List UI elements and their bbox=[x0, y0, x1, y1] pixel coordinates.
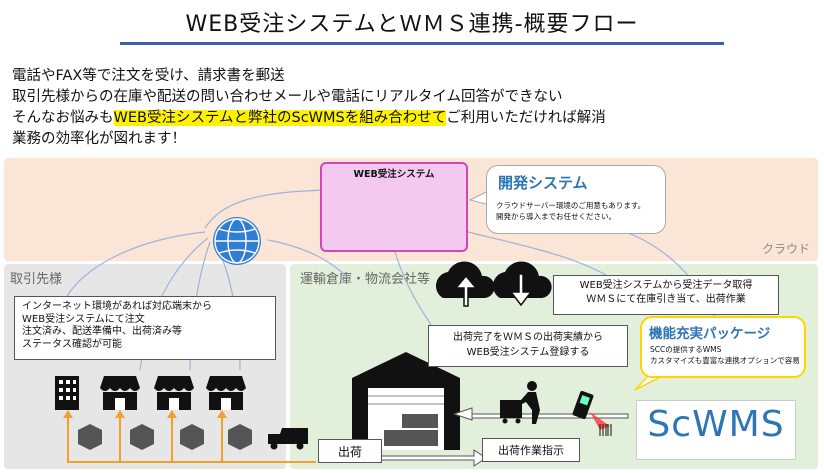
connection-line bbox=[64, 231, 206, 301]
package-text-1: SCCの提供するWMS bbox=[650, 345, 722, 354]
intro-line-3-pre: そんなお悩みも bbox=[12, 110, 114, 126]
internet-info-line-3: 注文済み、配送準備中、出荷済み等 bbox=[22, 326, 182, 337]
dev-system-text-2: 開発から導入までお任せください。 bbox=[496, 212, 616, 221]
internet-info-line-4: ステータス確認が可能 bbox=[22, 338, 122, 350]
package-text-2: カスタマイズも豊富な連携オプションで容易 bbox=[650, 356, 800, 365]
customer-zone-label: 取引先様 bbox=[10, 272, 63, 287]
web-system-label: WEB受注システム bbox=[353, 169, 435, 180]
intro-line-1: 電話やFAX等で注文を受け、請求書を郵送 bbox=[12, 68, 285, 84]
scwms-logo-box bbox=[636, 400, 796, 460]
order-acquire-line-2: ＷＭＳにて在庫引き当て、出荷作業 bbox=[586, 294, 746, 305]
shipping-label: 出荷 bbox=[337, 445, 362, 459]
package-box-icon bbox=[78, 424, 252, 450]
intro-highlight: WEB受注システムと弊社のScWMSを組み合わせて bbox=[113, 110, 447, 126]
ship-direction-arrow bbox=[379, 449, 487, 467]
shipping-label-box bbox=[318, 439, 382, 463]
shipment-register-line-1: 出荷完了をＷＭＳの出荷実績から bbox=[453, 332, 603, 343]
connection-line bbox=[204, 189, 341, 229]
instruction-label-box bbox=[482, 438, 580, 462]
internet-info-text: インターネット環境があれば対応端末から WEB受注システムにて注文 注文済み、配… bbox=[22, 301, 212, 351]
dev-system-callout bbox=[486, 165, 666, 234]
handheld-scanner-icon bbox=[572, 390, 612, 436]
package-text: SCCの提供するWMS カスタマイズも豊富な連携オプションで容易 bbox=[650, 344, 800, 366]
shipment-register-box bbox=[428, 325, 628, 367]
scwms-logo: ScWMS bbox=[647, 404, 785, 445]
title-underline bbox=[120, 42, 724, 45]
arrow-heads bbox=[63, 410, 227, 418]
worker-cart-icon bbox=[500, 381, 540, 424]
order-acquire-text: WEB受注システムから受注データ取得 ＷＭＳにて在庫引き当て、出荷作業 bbox=[553, 279, 779, 307]
connection-line bbox=[267, 239, 351, 281]
warehouse-icon bbox=[352, 352, 460, 450]
office-building-icon bbox=[55, 376, 79, 410]
intro-line-2: 取引先様からの在庫や配送の問い合わせメールや電話にリアルタイム回答ができない bbox=[12, 89, 563, 105]
shipment-register-line-2: WEB受注システム登録する bbox=[466, 347, 590, 358]
dev-system-text: クラウドサーバー環境のご用意もあります。 開発から導入までお任せください。 bbox=[496, 200, 645, 222]
order-acquire-line-1: WEB受注システムから受注データ取得 bbox=[579, 280, 753, 291]
internet-info-box bbox=[14, 296, 276, 360]
package-title: 機能充実パッケージ bbox=[649, 326, 771, 342]
warehouse-zone-label: 運輸倉庫・物流会社等 bbox=[300, 272, 431, 287]
delivery-arrows bbox=[67, 416, 316, 463]
page-title: WEB受注システムとＷＭＳ連携-概要フロー bbox=[185, 12, 639, 37]
package-callout bbox=[640, 316, 806, 378]
shipment-register-text: 出荷完了をＷＭＳの出荷実績から WEB受注システム登録する bbox=[428, 330, 628, 360]
intro-line-3: そんなお悩みもWEB受注システムと弊社のScWMSを組み合わせてご利用いただけれ… bbox=[12, 108, 606, 129]
truck-icon bbox=[268, 428, 308, 450]
cloud-upload-icon bbox=[435, 261, 495, 307]
order-acquire-box bbox=[553, 275, 779, 315]
store-icon bbox=[154, 376, 194, 410]
internet-info-line-1: インターネット環境があれば対応端末から bbox=[22, 301, 212, 312]
dev-system-text-1: クラウドサーバー環境のご用意もあります。 bbox=[496, 201, 646, 210]
web-system-box bbox=[320, 162, 468, 252]
intro-line-4: 業務の効率化が図れます！ bbox=[12, 131, 186, 147]
intro-line-3-post: ご利用いただければ解消 bbox=[446, 110, 606, 126]
dev-system-title: 開発システム bbox=[498, 174, 588, 192]
instruction-arrow bbox=[452, 407, 629, 421]
store-icon bbox=[206, 376, 246, 410]
cloud-download-icon bbox=[492, 261, 552, 307]
instruction-label: 出荷作業指示 bbox=[498, 444, 564, 457]
cloud-zone-label: クラウド bbox=[761, 242, 810, 256]
globe-icon bbox=[213, 217, 261, 265]
store-icon bbox=[100, 376, 140, 410]
internet-info-line-2: WEB受注システムにて注文 bbox=[22, 313, 145, 325]
